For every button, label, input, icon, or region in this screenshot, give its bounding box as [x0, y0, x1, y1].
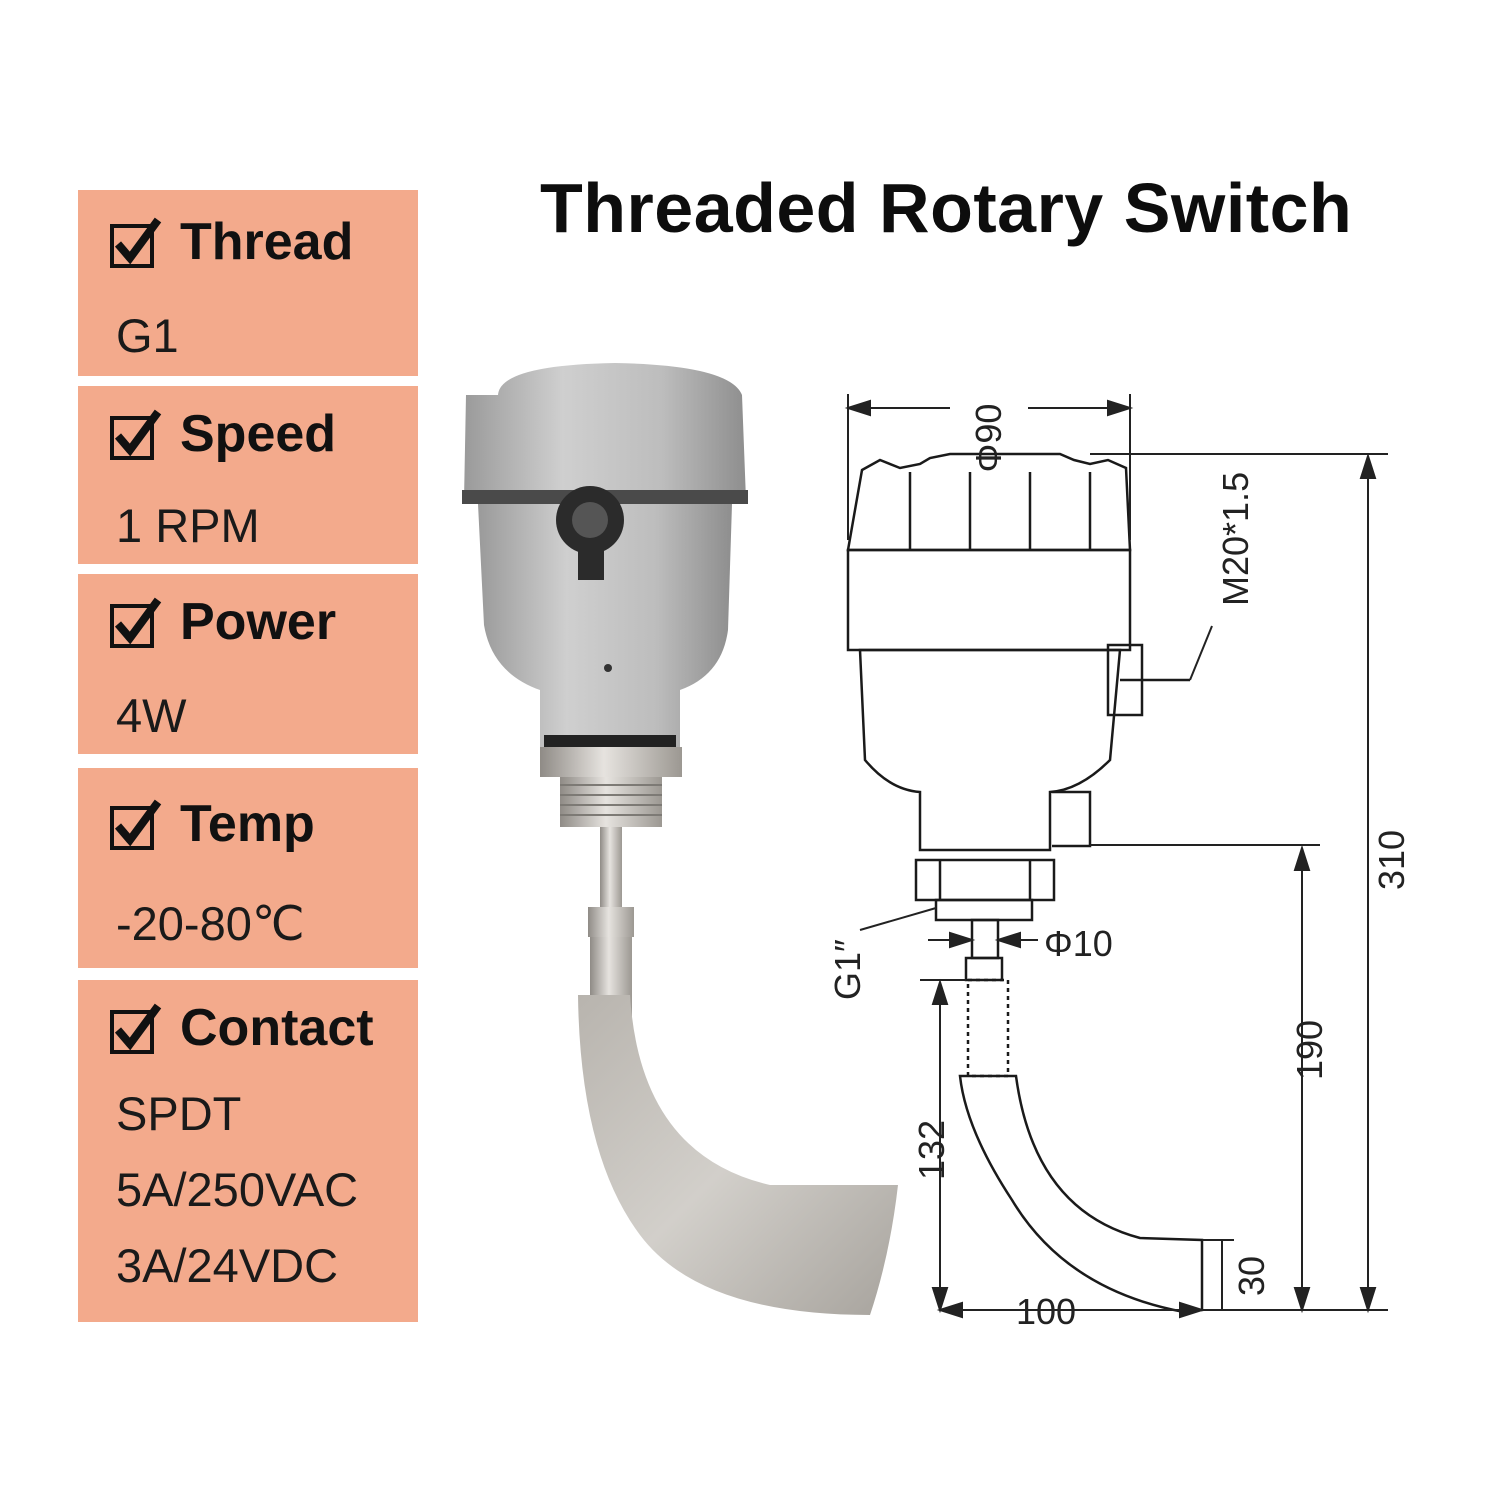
vent-hole [604, 664, 612, 672]
dim-length-below-thread: 190 [1289, 1020, 1330, 1080]
dim-shaft-diameter: Φ10 [1044, 923, 1113, 964]
checkbox-checked-icon [110, 597, 162, 648]
drawing-cover-band [846, 548, 1132, 652]
drawing-shaft [970, 918, 1000, 960]
dim-housing-diameter: Φ90 [968, 404, 1009, 473]
spec-label-contact: Contact [180, 999, 374, 1057]
spec-label-power: Power [180, 593, 337, 651]
spec-value: 5A/250VAC [116, 1163, 359, 1216]
page-title: Threaded Rotary Switch [540, 169, 1353, 247]
spec-value: G1 [116, 309, 179, 362]
spec-value: 3A/24VDC [116, 1239, 339, 1292]
spec-label-thread: Thread [180, 213, 354, 271]
spec-value: SPDT [116, 1087, 242, 1140]
dim-paddle-tip: 30 [1231, 1256, 1272, 1296]
spec-card-power: Power 4W [78, 574, 418, 754]
housing-body [478, 504, 732, 755]
cable-gland-center [572, 502, 608, 538]
cable-gland-nut [578, 550, 604, 580]
dimension-lines [844, 394, 1388, 1319]
housing-cover [464, 363, 746, 500]
checkbox-checked-icon [110, 1003, 162, 1054]
thread-seal [544, 735, 676, 747]
spec-value: 4W [116, 689, 187, 742]
spec-card-contact: Contact SPDT 5A/250VAC 3A/24VDC [78, 980, 418, 1322]
drawing-paddle [958, 1074, 1204, 1314]
dim-cable-gland: M20*1.5 [1215, 472, 1256, 606]
checkbox-checked-icon [110, 409, 162, 460]
dim-thread: G1″ [827, 939, 868, 1000]
coupling-nut [588, 907, 634, 937]
checkbox-checked-icon [110, 217, 162, 268]
dim-paddle-width: 100 [1016, 1291, 1076, 1332]
thread-lines [560, 784, 662, 816]
dim-paddle-height: 132 [911, 1120, 952, 1180]
dimension-drawing: Φ90 M20*1.5 310 G1″ Φ10 190 132 100 30 [827, 394, 1412, 1332]
drawing-coupling [964, 956, 1004, 982]
drawing-holder [966, 978, 1010, 1078]
spec-value: 1 RPM [116, 499, 260, 552]
shaft [600, 827, 622, 907]
paddle [578, 995, 898, 1315]
spec-label-speed: Speed [180, 405, 337, 463]
spec-card-temp: Temp -20-80℃ [78, 768, 418, 968]
drawing-thread [934, 898, 1034, 922]
checkbox-checked-icon [110, 799, 162, 850]
spec-card-thread: Thread G1 [78, 190, 418, 376]
product-photo [462, 363, 898, 1315]
drawing-hex [914, 858, 1056, 902]
hex-nut [540, 747, 682, 777]
spec-label-temp: Temp [180, 795, 315, 853]
drawing-body [858, 648, 1122, 852]
spec-value: -20-80℃ [116, 897, 305, 950]
dim-total-height: 310 [1371, 830, 1412, 890]
spec-card-speed: Speed 1 RPM [78, 386, 418, 564]
